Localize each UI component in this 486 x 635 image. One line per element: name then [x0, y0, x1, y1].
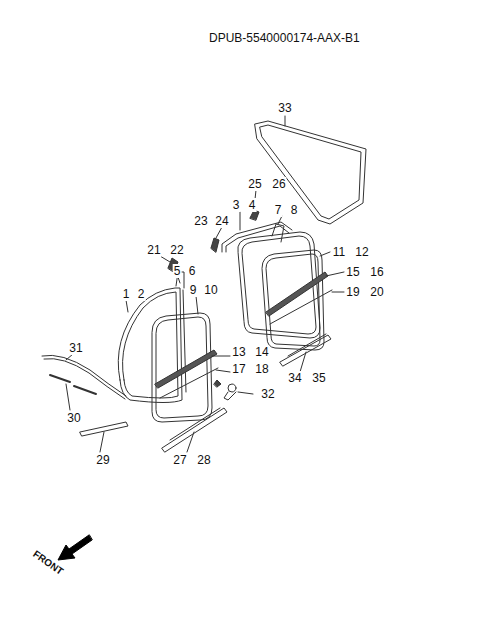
callout-number: 31 — [68, 341, 83, 355]
callout-number: 26 — [271, 177, 286, 191]
callout-number: 32 — [260, 387, 275, 401]
callout-number: 8 — [290, 203, 299, 217]
callout-number: 16 — [369, 265, 384, 279]
callout-number: 17 — [231, 362, 246, 376]
callout-number: 29 — [95, 453, 110, 467]
callout-number: 6 — [188, 264, 197, 278]
callout-number: 9 — [189, 283, 198, 297]
callout-number: 19 — [345, 285, 360, 299]
callout-number: 34 — [287, 371, 302, 385]
callout-number: 12 — [354, 245, 369, 259]
callout-number: 14 — [254, 345, 269, 359]
callout-number: 1 — [122, 287, 131, 301]
callout-number: 25 — [247, 177, 262, 191]
callout-number: 21 — [146, 243, 161, 257]
callout-number: 23 — [193, 214, 208, 228]
callout-number: 11 — [332, 245, 346, 259]
callout-number: 10 — [203, 283, 218, 297]
callout-number: 22 — [169, 243, 184, 257]
callout-number: 30 — [66, 411, 81, 425]
callout-number: 3 — [232, 198, 241, 212]
drawing-code: DPUB-5540000174-AAX-B1 — [209, 31, 360, 45]
front-marker: FRONT — [30, 548, 67, 579]
callout-number: 27 — [172, 453, 187, 467]
callout-number: 2 — [137, 287, 146, 301]
callout-number: 20 — [369, 285, 384, 299]
callout-number: 5 — [173, 264, 182, 278]
callout-number: 13 — [231, 345, 246, 359]
callout-number: 35 — [311, 371, 326, 385]
callout-number: 33 — [277, 101, 292, 115]
callout-number: 7 — [274, 203, 283, 217]
callout-number: 15 — [345, 265, 360, 279]
callout-number: 28 — [196, 453, 211, 467]
callout-number: 4 — [248, 198, 257, 212]
callout-number: 18 — [254, 362, 269, 376]
callout-number: 24 — [214, 214, 229, 228]
